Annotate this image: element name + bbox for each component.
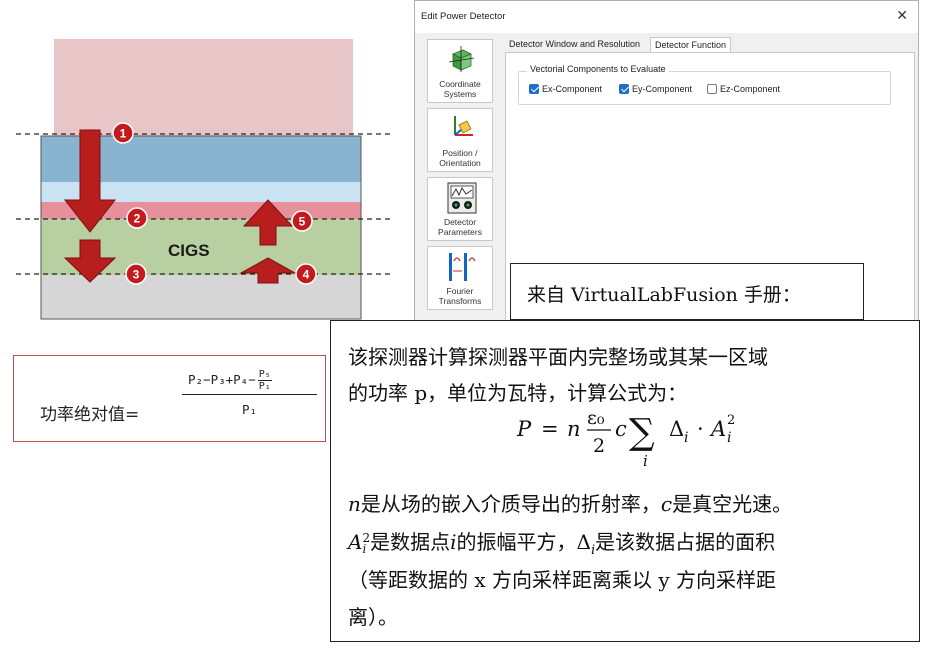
power-formula-label: 功率绝对值=	[40, 405, 140, 425]
close-icon[interactable]: ✕	[896, 7, 908, 23]
side-button-label: Position / Orientation	[439, 148, 481, 168]
ex-component-checkbox[interactable]: Ex-Component	[529, 84, 602, 94]
incident-region	[54, 39, 353, 136]
marker-2: 2	[126, 207, 148, 229]
description-line-2: 的功率 p，单位为瓦特，计算公式为：	[348, 381, 688, 405]
layer-stack-outline	[40, 135, 362, 320]
checkbox-label: Ex-Component	[542, 84, 603, 94]
orientation-axes-icon	[454, 116, 473, 136]
svg-text:2: 2	[727, 413, 735, 428]
svg-text:Δ: Δ	[669, 417, 684, 441]
dialog-title: Edit Power Detector	[421, 11, 506, 22]
ey-component-checkbox[interactable]: Ey-Component	[619, 84, 692, 94]
side-button-coordinate-systems[interactable]: Coordinate Systems	[427, 39, 493, 103]
vectorial-components-group: Vectorial Components to Evaluate Ex-Comp…	[518, 64, 891, 105]
side-button-label: Detector Parameters	[438, 217, 482, 237]
description-line-3: n是从场的嵌入介质导出的折射率，c是真空光速。	[348, 492, 793, 516]
side-button-detector-parameters[interactable]: Detector Parameters	[427, 177, 493, 241]
source-note: 来自 VirtualLabFusion 手册：	[527, 284, 801, 306]
layer-diagram: CIGS 1 2 3 4 5	[16, 39, 394, 320]
tab-detector-window[interactable]: Detector Window and Resolution	[509, 39, 641, 49]
svg-text:n: n	[567, 417, 581, 441]
checkbox-unchecked-icon	[707, 84, 717, 94]
svg-text:i: i	[643, 452, 648, 470]
layer-light-blue	[41, 182, 361, 202]
ez-component-checkbox[interactable]: Ez-Component	[707, 84, 780, 94]
svg-text:4: 4	[303, 268, 310, 282]
svg-text:2: 2	[134, 212, 141, 226]
svg-text:i: i	[684, 430, 688, 446]
description-line-5: （等距数据的 x 方向采样距离乘以 y 方向采样距	[348, 568, 777, 592]
side-button-position-orientation[interactable]: Position / Orientation	[427, 108, 493, 172]
side-panel: Coordinate Systems Position / Orientatio…	[423, 35, 497, 331]
cigs-label: CIGS	[168, 241, 210, 260]
power-equation: P = n ε₀ 2 c ∑ i Δ i · A 2 i	[516, 407, 735, 470]
svg-text:1: 1	[120, 127, 127, 141]
mini-fraction-bottom: P₁	[258, 381, 271, 392]
marker-3: 3	[125, 263, 147, 285]
checkbox-label: Ey-Component	[632, 84, 693, 94]
dialog-titlebar: Edit Power Detector ✕	[415, 1, 918, 33]
group-title: Vectorial Components to Evaluate	[527, 64, 669, 74]
source-note-box: 来自 VirtualLabFusion 手册：	[510, 263, 864, 320]
marker-4: 4	[295, 263, 317, 285]
coordinate-cube-icon	[448, 46, 475, 72]
svg-text:·: ·	[697, 417, 704, 441]
svg-text:P: P	[516, 417, 532, 441]
marker-5: 5	[291, 210, 313, 232]
svg-text:ε₀: ε₀	[587, 407, 605, 429]
power-formula-denominator: P₁	[242, 402, 258, 417]
description-line-6: 离）。	[348, 605, 398, 629]
mini-fraction-top: P₅	[257, 369, 272, 381]
arrow-up-4	[239, 257, 297, 284]
checkbox-checked-icon	[529, 84, 539, 94]
fraction-bar	[182, 394, 317, 395]
svg-text:A: A	[709, 417, 726, 441]
fourier-transform-icon	[449, 253, 476, 281]
checkbox-checked-icon	[619, 84, 629, 94]
description-box: 该探测器计算探测器平面内完整场或其某一区域 的功率 p，单位为瓦特，计算公式为：…	[330, 320, 920, 642]
svg-text:=: =	[541, 417, 559, 441]
description-line-1: 该探测器计算探测器平面内完整场或其某一区域	[348, 345, 768, 369]
side-button-fourier-transforms[interactable]: Fourier Transforms	[427, 246, 493, 310]
svg-text:∑: ∑	[629, 412, 655, 453]
side-button-label: Coordinate Systems	[439, 79, 481, 99]
arrow-down-bottom	[63, 239, 117, 283]
svg-text:i: i	[727, 430, 731, 446]
tab-bar: Detector Window and Resolution Detector …	[505, 37, 915, 53]
checkbox-label: Ez-Component	[720, 84, 781, 94]
svg-text:5: 5	[299, 215, 306, 229]
side-button-label: Fourier Transforms	[438, 286, 482, 306]
detector-meter-icon	[447, 182, 477, 214]
tab-detector-function[interactable]: Detector Function	[650, 37, 732, 53]
marker-1: 1	[112, 122, 134, 144]
svg-text:2: 2	[593, 435, 605, 457]
svg-text:c: c	[615, 417, 627, 441]
svg-text:3: 3	[133, 268, 140, 282]
arrow-down-top	[63, 129, 117, 233]
arrow-up-5	[242, 199, 294, 246]
